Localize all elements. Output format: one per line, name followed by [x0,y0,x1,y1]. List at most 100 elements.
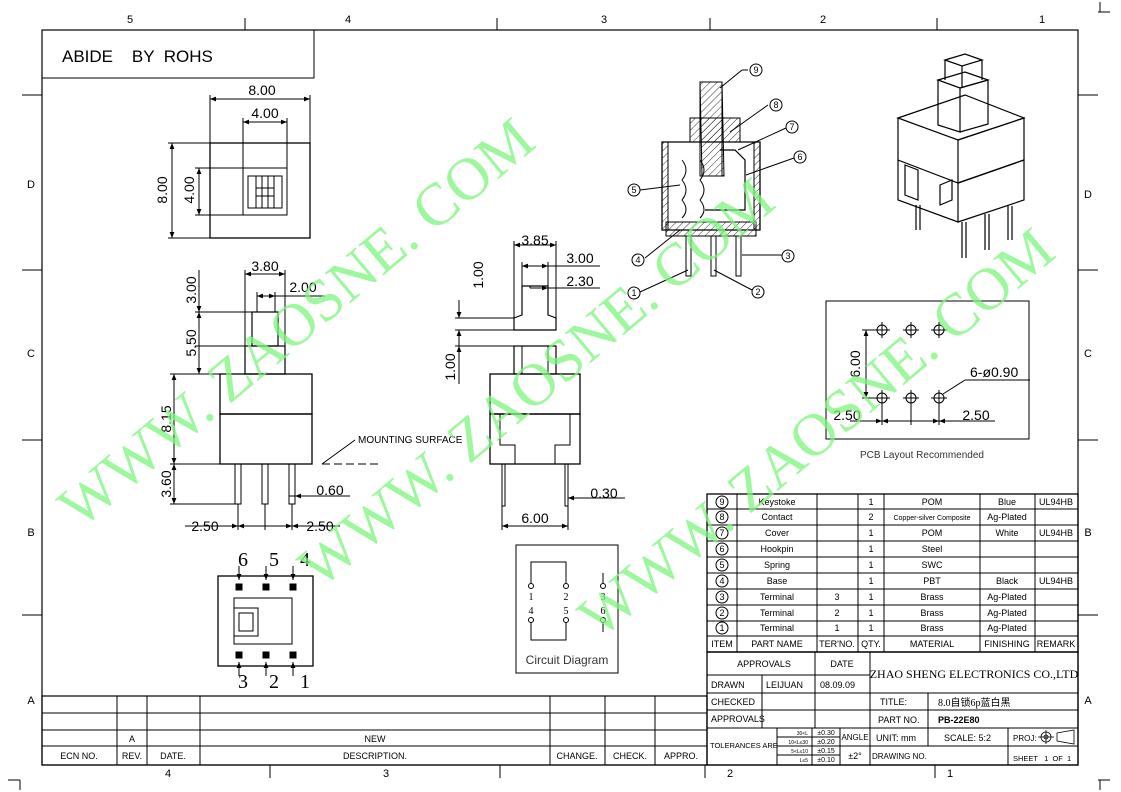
svg-text:3: 3 [719,592,724,602]
table-row: 2 Terminal 2 1 Brass Ag-Plated [715,606,1027,620]
svg-text:PART NO.: PART NO. [878,715,920,725]
svg-text:1: 1 [300,671,310,693]
svg-text:CHECKED: CHECKED [711,697,756,707]
svg-text:3: 3 [834,592,839,602]
svg-text:±0.10: ±0.10 [817,757,835,764]
table-row: 6 Hookpin 1 Steel [715,542,943,556]
svg-text:REMARK: REMARK [1037,639,1076,649]
svg-text:TOLERANCES ARE: TOLERANCES ARE [710,741,778,750]
svg-text:4: 4 [165,768,171,780]
rohs-note: ABIDE BY ROHS [62,47,213,66]
svg-text:3.85: 3.85 [521,232,548,248]
svg-text:6: 6 [797,152,802,162]
svg-text:±2°: ±2° [848,751,862,761]
svg-text:4.00: 4.00 [251,105,278,121]
svg-text:7: 7 [789,122,794,132]
svg-text:3.60: 3.60 [158,470,174,497]
svg-text:2.00: 2.00 [289,279,316,295]
svg-text:DRAWN: DRAWN [711,680,745,690]
svg-text:8.00: 8.00 [154,176,170,203]
svg-text:2.50: 2.50 [962,407,989,423]
svg-text:6-ø0.90: 6-ø0.90 [970,364,1018,380]
svg-text:8.00: 8.00 [248,82,275,98]
company-name: ZHAO SHENG ELECTRONICS CO.,LTD [870,667,1079,681]
cross-section-callouts: 9 8 7 6 5 4 3 1 2 [627,63,807,300]
svg-text:4: 4 [300,549,310,571]
svg-text:ITEM: ITEM [711,639,733,649]
svg-text:Steel: Steel [922,544,943,554]
rohs-note-box: ABIDE BY ROHS [42,30,315,79]
svg-text:NEW: NEW [365,734,387,744]
svg-text:D: D [1084,189,1092,201]
svg-text:2.50: 2.50 [833,407,860,423]
svg-text:3: 3 [601,592,606,603]
svg-text:3.00: 3.00 [183,276,199,303]
svg-text:1: 1 [834,623,839,633]
svg-text:5<L≤10: 5<L≤10 [791,749,808,755]
circuit-diagram: 1 2 3 4 5 6 Circuit Diagram [515,544,619,674]
svg-text:PB-22E80: PB-22E80 [938,715,980,725]
svg-text:8: 8 [773,100,778,110]
svg-text:8.0自锁6p蓝白黑: 8.0自锁6p蓝白黑 [938,696,1011,709]
svg-text:Brass: Brass [920,592,944,602]
svg-text:5.50: 5.50 [183,329,199,356]
svg-text:PROJ:: PROJ: [1013,734,1037,743]
svg-text:5: 5 [269,549,279,571]
svg-text:±0.30: ±0.30 [817,730,835,737]
svg-text:LEIJUAN: LEIJUAN [766,680,803,690]
svg-text:4.00: 4.00 [181,176,197,203]
svg-text:Terminal: Terminal [760,623,794,633]
svg-text:Terminal: Terminal [760,608,794,618]
pcb-caption: PCB Layout Recommended [860,450,984,461]
svg-text:4: 4 [345,14,351,26]
svg-text:L≤5: L≤5 [800,758,809,764]
svg-text:FINISHING: FINISHING [984,639,1030,649]
svg-text:3.00: 3.00 [566,250,593,266]
svg-text:A: A [1084,695,1092,707]
svg-text:2: 2 [755,287,760,297]
svg-text:6: 6 [719,544,724,554]
svg-text:Terminal: Terminal [760,592,794,602]
svg-text:UL94HB: UL94HB [1039,528,1073,538]
svg-text:Copper-silver Composite: Copper-silver Composite [893,515,970,522]
svg-text:SWC: SWC [922,560,943,570]
svg-text:1: 1 [868,623,873,633]
svg-text:1: 1 [719,623,724,633]
svg-text:D: D [27,179,35,191]
svg-text:APPROVALS: APPROVALS [711,714,765,724]
svg-text:3: 3 [383,768,389,780]
svg-text:1: 1 [947,768,953,780]
pcb-layout: 6.00 6-ø0.90 2.50 2.50 PCB Layout Recomm… [825,300,1030,461]
svg-text:1: 1 [868,592,873,602]
svg-text:Brass: Brass [920,623,944,633]
svg-text:1.00: 1.00 [442,353,458,380]
bottom-view [217,566,314,676]
svg-text:9: 9 [753,65,758,75]
svg-text:DESCRIPTION.: DESCRIPTION. [343,751,407,761]
table-row: 7 Cover 1 POM White UL94HB [715,526,1073,540]
svg-text:5: 5 [564,606,569,617]
svg-text:UL94HB: UL94HB [1039,576,1073,586]
svg-text:SCALE: 5:2: SCALE: 5:2 [944,733,991,743]
svg-text:POM: POM [922,528,943,538]
table-row: 3 Terminal 3 1 Brass Ag-Plated [715,590,1027,604]
svg-text:2: 2 [564,592,569,603]
svg-text:CHECK.: CHECK. [613,751,647,761]
svg-text:1: 1 [868,544,873,554]
svg-text:1: 1 [1039,14,1045,26]
svg-text:2: 2 [834,608,839,618]
svg-text:Black: Black [996,576,1019,586]
svg-text:A: A [27,695,35,707]
bom-table [706,493,1079,653]
circuit-caption: Circuit Diagram [526,653,609,667]
front-view [170,270,380,530]
svg-text:1: 1 [868,528,873,538]
svg-text:ECN NO.: ECN NO. [60,751,98,761]
svg-text:6: 6 [601,606,606,617]
svg-text:A: A [129,734,135,744]
svg-text:White: White [995,528,1018,538]
svg-text:3.80: 3.80 [251,258,278,274]
svg-text:1: 1 [868,560,873,570]
svg-text:1: 1 [529,592,534,603]
